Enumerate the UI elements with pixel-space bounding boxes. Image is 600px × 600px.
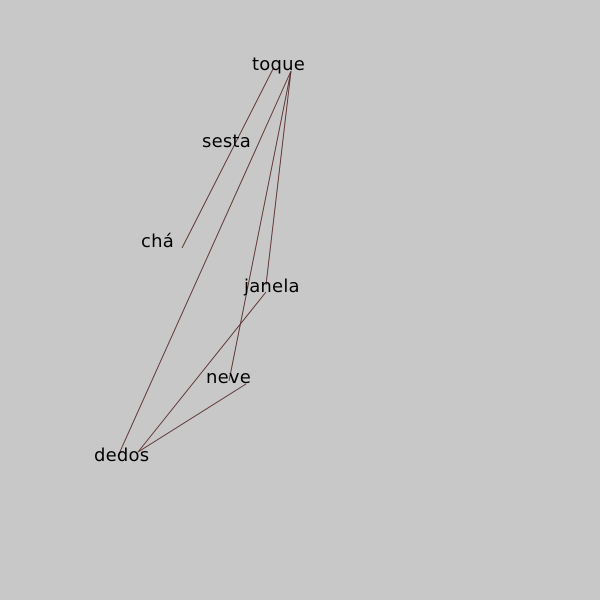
- edge-toque-janela: [265, 70, 292, 286]
- word-node-dedos: dedos: [94, 445, 150, 466]
- word-node-sesta: sesta: [202, 131, 251, 152]
- edge-toque-cha: [181, 68, 274, 249]
- edge-toque-dedos: [117, 70, 292, 457]
- word-node-janela: janela: [244, 276, 300, 297]
- edge-neve-dedos: [137, 383, 247, 453]
- word-node-neve: neve: [206, 367, 252, 388]
- edge-toque-neve: [228, 70, 292, 382]
- edge-janela-dedos: [137, 291, 267, 453]
- word-node-toque: toque: [252, 54, 305, 75]
- word-node-cha: chá: [141, 231, 174, 252]
